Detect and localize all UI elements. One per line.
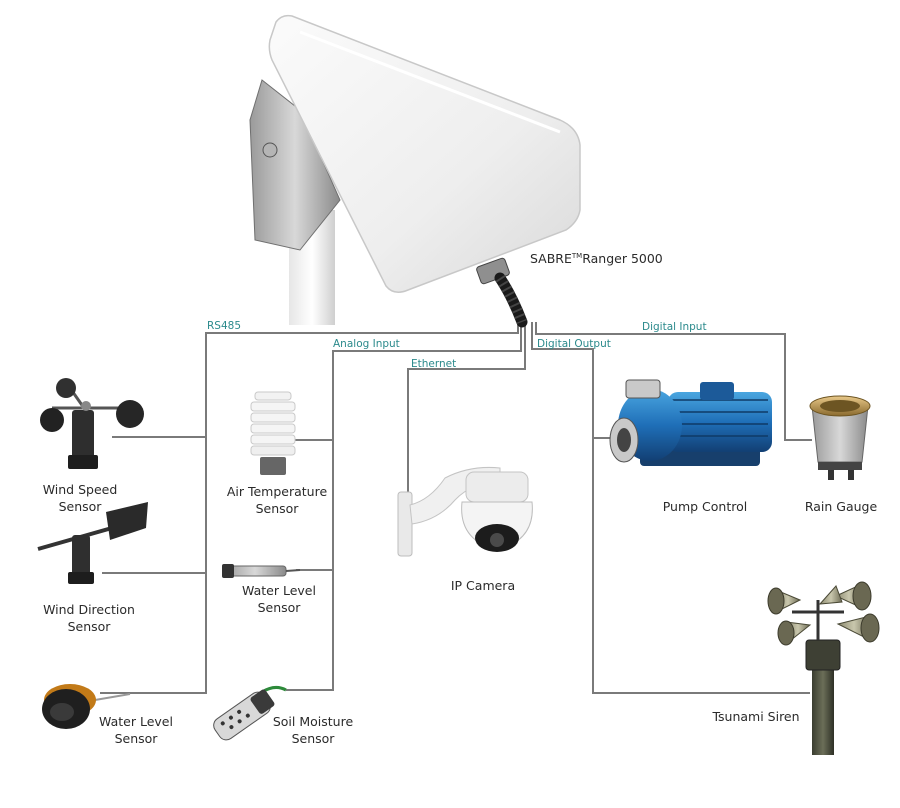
water-level-analog-label: Water Level Sensor	[242, 583, 316, 615]
wiring	[100, 322, 812, 694]
ethernet-line	[407, 322, 526, 500]
air-temperature-sensor-image	[250, 391, 296, 475]
siren-horns	[767, 581, 880, 646]
wind-speed-sensor-image	[40, 378, 144, 469]
device-title-suffix: Ranger 5000	[582, 251, 663, 266]
rs485-line	[100, 322, 519, 694]
soil-moisture-sensor-image	[213, 685, 287, 741]
antenna-panel	[268, 14, 581, 293]
rain-gauge-image	[809, 395, 871, 480]
ip-camera-label: IP Camera	[450, 578, 516, 593]
camera-lens-icon	[490, 533, 504, 547]
wind-direction-label: Wind Direction Sensor	[43, 602, 135, 634]
water-level-sensor-rs485-image	[42, 684, 131, 729]
pump-control-image	[609, 379, 772, 466]
digital-output-label: Digital Output	[537, 338, 611, 350]
soil-moisture-label: Soil Moisture Sensor	[272, 714, 354, 746]
water-level-sensor-analog-image	[222, 564, 301, 578]
tsunami-siren-image	[767, 581, 880, 755]
ip-camera-image	[397, 467, 533, 557]
analog-input-line	[286, 322, 522, 691]
wind-speed-label: Wind Speed Sensor	[42, 482, 118, 514]
tsunami-siren-label: Tsunami Siren	[712, 709, 800, 724]
sabre-ranger-unit	[249, 14, 581, 328]
digital-output-line	[531, 322, 810, 694]
rs485-label: RS485	[207, 320, 242, 332]
pump-control-label: Pump Control	[662, 499, 748, 514]
air-temperature-label: Air Temperature Sensor	[226, 484, 328, 516]
device-title-prefix: SABRE	[530, 251, 572, 266]
trademark-mark: TM	[571, 252, 583, 260]
device-title: SABRETMRanger 5000	[530, 248, 663, 267]
rain-gauge-label: Rain Gauge	[804, 499, 878, 514]
bracket-bolt-icon	[262, 142, 278, 158]
wind-direction-sensor-image	[37, 502, 148, 584]
analog-input-label: Analog Input	[333, 338, 400, 350]
digital-input-line	[535, 322, 812, 441]
water-level-rs485-label: Water Level Sensor	[99, 714, 173, 746]
ethernet-label: Ethernet	[411, 358, 457, 370]
cable-gland	[476, 257, 528, 328]
digital-input-label: Digital Input	[642, 321, 707, 333]
